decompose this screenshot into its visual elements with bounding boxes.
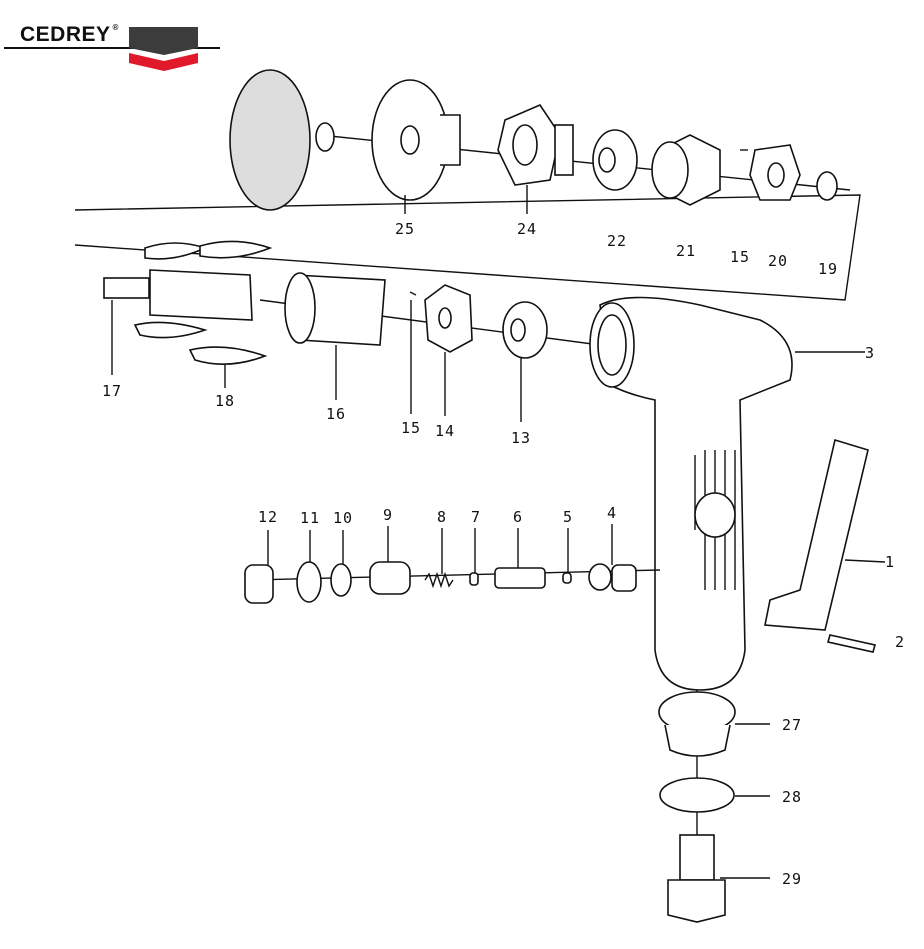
label-6: 6 [513, 508, 523, 526]
label-22: 22 [607, 232, 627, 250]
label-18: 18 [215, 392, 235, 410]
label-14: 14 [435, 422, 455, 440]
label-5: 5 [563, 508, 573, 526]
part-19-nut [816, 171, 838, 201]
label-4: 4 [607, 504, 617, 522]
part-1-lever [764, 438, 869, 631]
part-25-sanding-disc [229, 69, 311, 211]
cedrey-logo: CEDREY® [0, 15, 230, 75]
part-2-pin [826, 634, 877, 653]
label-1: 1 [885, 553, 895, 571]
part-5-ring [562, 572, 572, 584]
part-3-housing [599, 296, 793, 691]
label-8: 8 [437, 508, 447, 526]
part-8-spring [424, 571, 454, 589]
part-28-oring [659, 777, 735, 813]
label-12: 12 [258, 508, 278, 526]
label-20: 20 [768, 252, 788, 270]
part-11-oring [296, 561, 322, 603]
label-25: 25 [395, 220, 415, 238]
part-9-regulator [369, 561, 411, 595]
part-12-plug [244, 564, 274, 604]
label-15-top: 15 [730, 248, 750, 266]
logo-text: CEDREY® [20, 23, 119, 46]
part-10-oring [330, 563, 352, 597]
label-17: 17 [102, 382, 122, 400]
label-10: 10 [333, 509, 353, 527]
label-27: 27 [782, 716, 802, 734]
part-4-seat [588, 563, 612, 591]
label-28: 28 [782, 788, 802, 806]
part-29-fitting [679, 834, 715, 881]
part-7-ring [469, 572, 479, 586]
label-7: 7 [471, 508, 481, 526]
part-6-valve [494, 567, 546, 589]
label-19: 19 [818, 260, 838, 278]
label-21: 21 [676, 242, 696, 260]
label-24: 24 [517, 220, 537, 238]
label-9: 9 [383, 506, 393, 524]
label-3: 3 [865, 344, 875, 362]
part-17-rotor [103, 277, 150, 299]
part-18-vane [144, 242, 208, 260]
label-29: 29 [782, 870, 802, 888]
label-2: 2 [895, 633, 905, 651]
label-11: 11 [300, 509, 320, 527]
label-15-mid: 15 [401, 419, 421, 437]
label-16: 16 [326, 405, 346, 423]
label-13: 13 [511, 429, 531, 447]
